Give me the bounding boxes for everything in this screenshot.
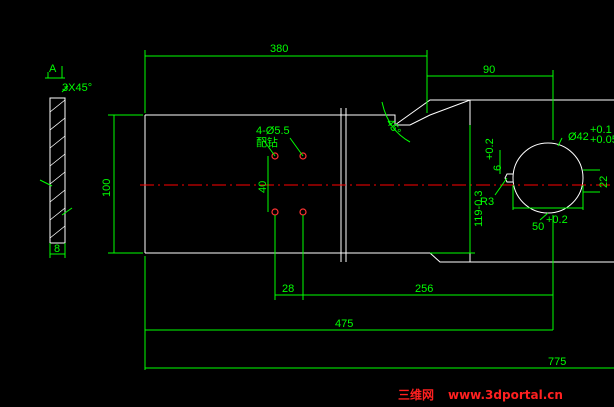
watermark-cn: 三维网 (398, 387, 434, 402)
datum-symbol (45, 66, 65, 79)
dim-119: 119-0.3 (473, 191, 485, 228)
dim-6: 6 (492, 165, 504, 171)
bore-tol-top: +0.1 (590, 124, 612, 136)
dim-90: 90 (483, 64, 495, 76)
chamfer-label: 3X45° (62, 82, 92, 94)
outline-chamfer (394, 99, 470, 126)
hole-1 (271, 152, 279, 160)
hole-4 (299, 208, 307, 216)
section-view: 8 3X45° A (39, 63, 92, 258)
dim-775: 775 (548, 356, 566, 368)
hole-3 (271, 208, 279, 216)
holes-label: 4-Ø5.5 (256, 125, 290, 137)
dim-475: 475 (335, 318, 353, 330)
dim-50: 50 (532, 221, 544, 233)
holes-note: 配钻 (256, 135, 278, 149)
dim-380: 380 (270, 43, 288, 55)
radius-label: R3 (480, 196, 494, 208)
dimension-lines (108, 50, 614, 370)
dim-256: 256 (415, 283, 433, 295)
dim-22: 22 (598, 176, 610, 188)
bore-circle (512, 142, 584, 214)
dim-100: 100 (101, 179, 113, 197)
section-body (49, 97, 66, 244)
dim-50-tol: +0.2 (546, 214, 568, 226)
watermark-url: www.3dportal.cn (448, 388, 563, 402)
bore-tol-bottom: +0.05 (590, 134, 614, 146)
bore-label: Ø42 (568, 131, 589, 143)
dim-8: 8 (54, 243, 60, 255)
mounting-holes (271, 152, 307, 216)
dim-40: 40 (257, 181, 269, 193)
dim-6-tol: +0.2 (484, 138, 496, 160)
part-outline (144, 99, 614, 263)
dim-28: 28 (282, 283, 294, 295)
outline-bottom (145, 252, 614, 263)
datum-label: A (49, 63, 57, 75)
outline-top (145, 99, 614, 126)
keyway (504, 173, 513, 183)
hole-2 (299, 152, 307, 160)
